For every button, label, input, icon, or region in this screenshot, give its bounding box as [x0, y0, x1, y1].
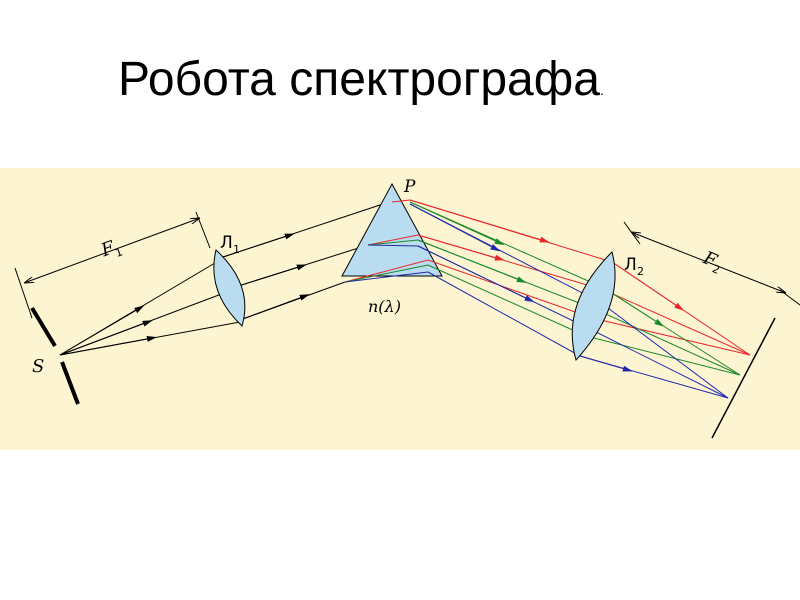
svg-text:1: 1	[113, 245, 124, 260]
svg-text:Л: Л	[220, 233, 233, 253]
lens2-label: Л 2	[624, 255, 644, 278]
slide-title: Робота спектрографа.	[118, 52, 604, 107]
slit-upper	[30, 306, 57, 348]
rays-lens1-to-prism	[219, 199, 396, 321]
slide-title-dot: .	[599, 82, 604, 98]
dimension-f1	[14, 211, 211, 319]
focal-plane	[711, 317, 776, 439]
rays-blue	[409, 203, 729, 399]
lens2-shape	[571, 251, 616, 362]
dimension-f2	[623, 221, 800, 306]
svg-text:1: 1	[233, 243, 240, 256]
lens1-label: Л 1	[220, 233, 240, 256]
lens1-shape	[213, 249, 246, 327]
refractive-index-label: n(λ)	[368, 297, 401, 316]
svg-text:2: 2	[710, 262, 721, 277]
rays-inside-prism	[344, 199, 429, 283]
svg-text:2: 2	[637, 265, 644, 278]
slit-lower	[60, 361, 80, 405]
slide-title-text: Робота спектрографа	[118, 53, 600, 106]
source-label: S	[32, 356, 44, 377]
svg-text:Л: Л	[624, 255, 637, 275]
focal1-label: F 1	[97, 237, 124, 262]
focal2-label: F 2	[699, 247, 721, 277]
prism-label: P	[403, 177, 416, 197]
prism-shape	[341, 182, 443, 277]
rays-source-to-lens1	[59, 259, 241, 356]
